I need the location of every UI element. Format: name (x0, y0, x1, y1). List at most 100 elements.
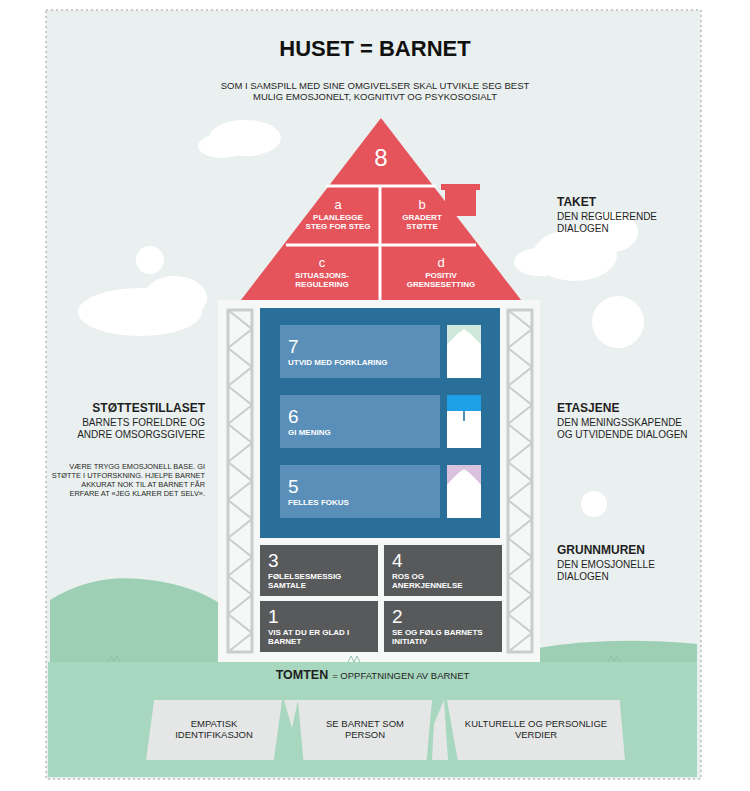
roof-section: cSITUASJONS- REGULERING (266, 247, 378, 299)
text-area: SE BARNET SOM PERSON (298, 700, 432, 760)
stone-outline (146, 700, 282, 760)
hill (538, 641, 697, 662)
text-area: 3FØLELSESMESSIG SAMTALE (260, 545, 378, 596)
ground-subheading: = OPPFATNINGEN AV BARNET (332, 671, 469, 682)
hill (50, 578, 232, 662)
text-area: KULTURELLE OG PERSONLIGE VERDIER (447, 700, 625, 760)
callout-number: 4 (392, 550, 403, 572)
text-area: dPOSITIV GRENSESETTING (382, 247, 500, 299)
curtain (447, 325, 481, 345)
text-area: 7UTVID MED FORKLARING (280, 325, 440, 378)
box-label: GI MENING (288, 428, 331, 437)
box-label: SITUASJONS- REGULERING (287, 271, 357, 289)
chimney-cap (441, 184, 480, 190)
box-label: ROS OG ANERKJENNELSE (392, 572, 494, 590)
windows (447, 325, 481, 518)
section-heading: TAKET (557, 195, 707, 209)
stone-label: KULTURELLE OG PERSONLIGE VERDIER (459, 719, 613, 741)
foundation-stone: SE BARNET SOM PERSON (298, 700, 432, 760)
callout-number: 2 (392, 606, 403, 628)
foundation-stone: KULTURELLE OG PERSONLIGE VERDIER (447, 700, 625, 760)
page-ground (46, 10, 701, 779)
box-label: UTVID MED FORKLARING (288, 358, 388, 367)
text-area: cSITUASJONS- REGULERING (266, 247, 378, 299)
roof-divider (379, 186, 382, 300)
ground-heading: TOMTEN (276, 668, 329, 682)
stone-outline (298, 700, 432, 760)
box-label: VIS AT DU ER GLAD I BARNET (268, 628, 370, 646)
section-note: SOM I SAMSPILL MED SINE OMGIVELSER SKAL … (205, 80, 545, 103)
text-area: 5FELLES FOKUS (280, 465, 440, 518)
section-note: DEN EMOSJONELLE DIALOGEN (557, 559, 672, 583)
window (447, 395, 481, 448)
text-area: 8 (351, 138, 411, 178)
text-area: aPLANLEGGE STEG FOR STEG (298, 188, 378, 242)
stone-outline (447, 700, 625, 760)
roof-section: bGRADERT STØTTE (382, 188, 462, 242)
section-heading: ETASJENE (557, 401, 707, 415)
section-heading: GRUNNMUREN (557, 543, 707, 557)
section-note: DEN MENINGSSKAPENDE OG UTVIDENDE DIALOGE… (557, 417, 697, 441)
text-area: 1VIS AT DU ER GLAD I BARNET (260, 601, 378, 652)
roof: 8aPLANLEGGE STEG FOR STEGbGRADERT STØTTE… (238, 116, 524, 302)
house-wall (218, 300, 540, 662)
grass-tuft (608, 656, 620, 662)
floor-box: 6GI MENING (280, 395, 440, 448)
grass-tuft (348, 656, 360, 662)
floor-box: 7UTVID MED FORKLARING (280, 325, 440, 378)
window (447, 465, 481, 518)
grass-tuft (108, 656, 120, 662)
box-label: GRADERT STØTTE (388, 213, 456, 231)
section-heading: STØTTESTILLASET (55, 401, 205, 415)
callout-number: d (437, 256, 444, 271)
foundation-box: 3FØLELSESMESSIG SAMTALE (260, 545, 378, 596)
roof-shape (238, 116, 524, 302)
text-area: 4ROS OG ANERKJENNELSE (384, 545, 502, 596)
floors-panel (260, 308, 500, 538)
ground-band: TOMTEN= OPPFATNINGEN AV BARNET EMPATISK I… (48, 662, 697, 777)
text-area: EMPATISK IDENTIFIKASJON (146, 700, 282, 760)
callout-number: 5 (288, 476, 299, 498)
box-label: FELLES FOKUS (288, 498, 349, 507)
callout-number: 3 (268, 550, 279, 572)
foundation-box: 2SE OG FØLG BARNETS INITIATIV (384, 601, 502, 652)
box-label: FØLELSESMESSIG SAMTALE (268, 572, 370, 590)
text-area: 2SE OG FØLG BARNETS INITIATIV (384, 601, 502, 652)
section-note: BARNETS FORELDRE OG ANDRE OMSORGSGIVERE (55, 417, 205, 441)
roof-triangle (241, 118, 521, 300)
foundation-box: 1VIS AT DU ER GLAD I BARNET (260, 601, 378, 652)
text-area: TOMTEN= OPPFATNINGEN AV BARNET (48, 668, 697, 694)
stone-label: EMPATISK IDENTIFIKASJON (158, 719, 270, 741)
callout-number: 8 (374, 144, 387, 172)
box-label: POSITIV GRENSESETTING (395, 271, 487, 289)
blind-cord (463, 411, 465, 421)
text-area: bGRADERT STØTTE (382, 188, 462, 242)
foundation-box: 4ROS OG ANERKJENNELSE (384, 545, 502, 596)
floor-box: 5FELLES FOKUS (280, 465, 440, 518)
foundation-stone: EMPATISK IDENTIFIKASJON (146, 700, 282, 760)
box-label: PLANLEGGE STEG FOR STEG (304, 213, 372, 231)
scaffold-brace (508, 310, 532, 652)
callout-number: b (418, 198, 425, 213)
roof-section: dPOSITIV GRENSESETTING (382, 247, 500, 299)
scaffold-frame (228, 310, 252, 652)
scaffold-frame (508, 310, 532, 652)
curtain (447, 465, 481, 485)
window (447, 325, 481, 378)
section-note: VÆRE TRYGG EMOSJONELL BASE. GI STØTTE I … (50, 463, 205, 499)
small-stone (432, 700, 448, 760)
stone-label: SE BARNET SOM PERSON (310, 719, 420, 741)
callout-number: 6 (288, 406, 299, 428)
callout-number: c (319, 256, 326, 271)
small-stone (284, 700, 298, 728)
blind (447, 395, 481, 411)
title: HUSET = BARNET (200, 36, 550, 62)
text-area: 6GI MENING (280, 395, 440, 448)
callout-number: 7 (288, 336, 299, 358)
scaffold-brace (228, 310, 252, 652)
box-label: SE OG FØLG BARNETS INITIATIV (392, 628, 494, 646)
roof-section: aPLANLEGGE STEG FOR STEG (298, 188, 378, 242)
section-note: DEN REGULERENDE DIALOGEN (557, 211, 672, 235)
callout-number: 1 (268, 606, 279, 628)
